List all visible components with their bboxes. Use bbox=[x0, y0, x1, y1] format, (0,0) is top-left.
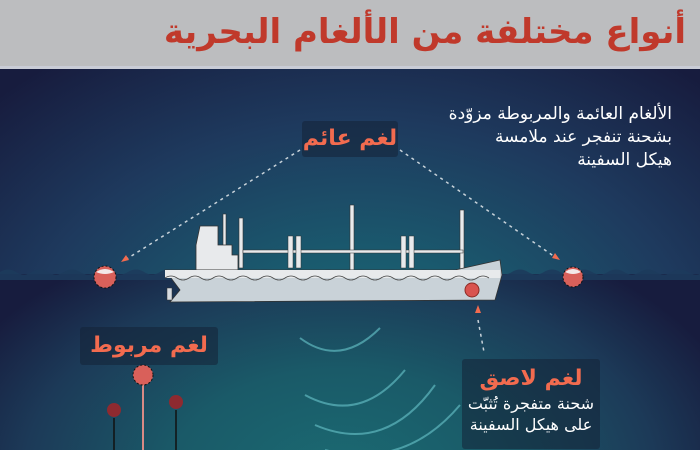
page-title: أنواع مختلفة من الألغام البحرية bbox=[163, 12, 687, 52]
moored-mine-title: لغم مربوط bbox=[90, 333, 208, 358]
floating-mine-icon bbox=[93, 265, 117, 289]
limpet-mine-label: لغم لاصق شحنة متفجرة تُثبّت على هيكل الس… bbox=[462, 359, 600, 449]
floating-mine-label: لغم عائم bbox=[302, 121, 398, 157]
moored-mine-label: لغم مربوط bbox=[80, 327, 218, 365]
pointer-line-limpet bbox=[477, 319, 485, 353]
floating-mine-title: لغم عائم bbox=[302, 126, 398, 151]
arrow-head-limpet bbox=[475, 305, 481, 313]
sonar-wave-icon bbox=[299, 327, 461, 450]
limpet-mine-title: لغم لاصق bbox=[479, 366, 583, 391]
cargo-ship-icon bbox=[164, 204, 503, 303]
floating-mine-icon bbox=[562, 266, 584, 288]
description-text: الألغام العائمة والمربوطة مزوّدة بشحنة ت… bbox=[448, 104, 672, 170]
moored-mine-icon bbox=[169, 395, 183, 450]
pointer-line-right bbox=[399, 149, 556, 258]
moored-mine-icon bbox=[107, 403, 121, 450]
header-bar: أنواع مختلفة من الألغام البحرية bbox=[0, 0, 700, 68]
arrow-head-right bbox=[552, 253, 560, 260]
scene-graphics bbox=[0, 149, 700, 450]
header-divider bbox=[0, 66, 700, 69]
limpet-mine-icon bbox=[464, 282, 480, 298]
moored-mine-icon bbox=[132, 364, 154, 450]
arrow-head-left bbox=[121, 255, 129, 262]
ocean-scene: الألغام العائمة والمربوطة مزوّدة بشحنة ت… bbox=[0, 69, 700, 450]
